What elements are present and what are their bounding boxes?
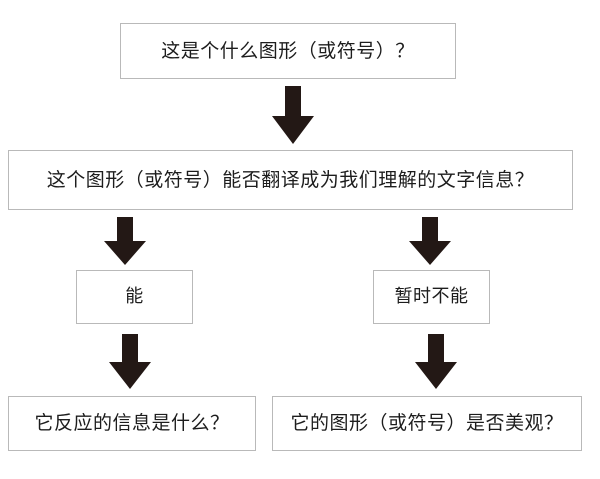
down-block-arrow-icon [109, 334, 151, 389]
down-block-arrow-icon [272, 86, 314, 144]
flowchart-node-outcome-information[interactable]: 它反应的信息是什么？ [8, 396, 256, 451]
flowchart-node-answer-not-yet[interactable]: 暂时不能 [373, 270, 490, 324]
node-label: 暂时不能 [394, 286, 469, 308]
node-label: 它反应的信息是什么？ [34, 412, 230, 435]
flowchart-node-question-translatable[interactable]: 这个图形（或符号）能否翻译成为我们理解的文字信息？ [8, 150, 573, 210]
flowchart-node-outcome-aesthetics[interactable]: 它的图形（或符号）是否美观？ [272, 396, 582, 451]
node-label: 能 [125, 286, 144, 308]
down-block-arrow-icon [104, 217, 146, 265]
down-block-arrow-icon [409, 217, 451, 265]
flowchart-node-question-what-shape[interactable]: 这是个什么图形（或符号）？ [120, 23, 456, 79]
flowchart-node-answer-yes[interactable]: 能 [76, 270, 193, 324]
node-label: 这是个什么图形（或符号）？ [161, 39, 415, 62]
node-label: 这个图形（或符号）能否翻译成为我们理解的文字信息？ [46, 168, 535, 191]
down-block-arrow-icon [415, 334, 457, 389]
node-label: 它的图形（或符号）是否美观？ [290, 412, 564, 435]
